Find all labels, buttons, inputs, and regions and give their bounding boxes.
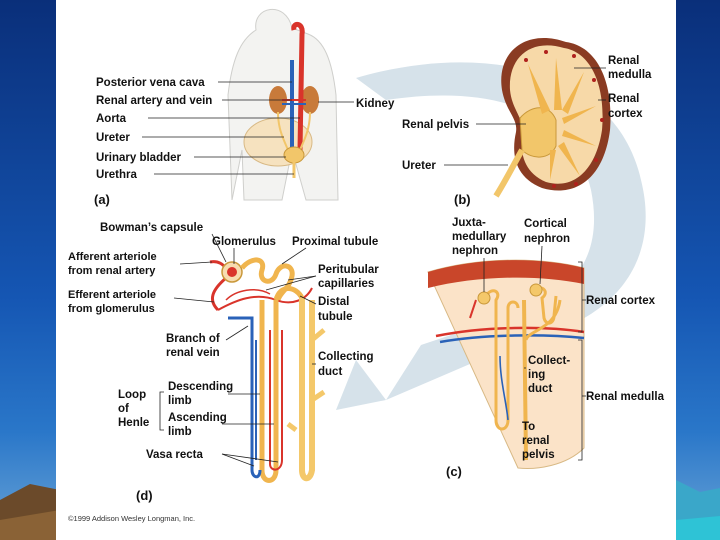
label-renal-medulla-c: Renal medulla [586,391,665,403]
label-vasa-recta: Vasa recta [146,449,204,461]
body-illustration [227,9,339,201]
leader-lines-b [444,67,606,166]
leader-lines-d [159,233,317,467]
nephron-detail [209,257,326,483]
kidney-section [493,37,611,198]
copyright-notice: ©1999 Addison Wesley Longman, Inc. [68,514,195,523]
panel-label-d: (d) [136,488,153,503]
label-renal-cortex-b: Renal cortex [608,93,643,120]
panel-label-c: (c) [446,464,462,479]
label-bowmans-capsule: Bowman’s capsule [100,222,203,234]
label-renal-medulla-b: Renal medulla [608,55,652,81]
label-efferent-arteriole: Efferent arteriole from glomerulus [68,289,159,315]
label-renal-cortex-c: Renal cortex [586,295,656,307]
label-collecting-duct-c: Collect- ing duct [528,355,573,395]
label-ureter-b: Ureter [402,160,436,172]
label-ascending-limb: Ascending limb [168,412,230,438]
label-juxtamedullary-nephron: Juxta- medullary nephron [452,217,510,257]
label-collecting-duct-d: Collecting duct [318,351,377,378]
diagram-slide: Posterior vena cava Renal artery and vei… [56,0,676,540]
label-distal-tubule: Distal tubule [318,296,353,323]
kidney-anatomy-diagram: Posterior vena cava Renal artery and vei… [68,9,665,523]
label-afferent-arteriole: Afferent arteriole from renal artery [68,251,160,277]
label-peritubular-capillaries: Peritubular capillaries [318,264,382,290]
label-glomerulus: Glomerulus [212,236,276,248]
panel-label-a: (a) [94,192,110,207]
label-posterior-vena-cava: Posterior vena cava [96,77,205,89]
label-proximal-tubule: Proximal tubule [292,236,378,248]
label-aorta: Aorta [96,113,127,125]
label-renal-pelvis: Renal pelvis [402,119,469,131]
leader-lines-a [142,81,354,175]
desert-ground [0,480,720,540]
label-descending-limb: Descending limb [168,381,236,407]
label-loop-of-henle: Loop of Henle [118,389,149,429]
label-cortical-nephron: Cortical nephron [524,218,570,245]
label-kidney: Kidney [356,98,395,110]
label-to-renal-pelvis: To renal pelvis [522,421,555,461]
label-branch-renal-vein: Branch of renal vein [166,333,223,359]
label-renal-artery-vein: Renal artery and vein [96,95,212,107]
panel-label-b: (b) [454,192,471,207]
label-urethra: Urethra [96,169,138,181]
leader-lines-c [483,245,586,461]
label-urinary-bladder: Urinary bladder [96,152,182,164]
kidney-wedge [427,259,585,469]
label-ureter-a: Ureter [96,132,130,144]
